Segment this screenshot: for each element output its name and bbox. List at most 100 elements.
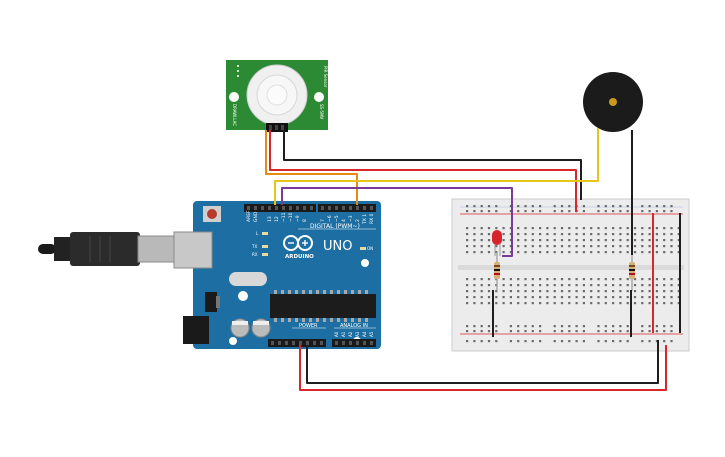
breadboard-hole[interactable] (553, 245, 556, 248)
breadboard-hole[interactable] (604, 233, 607, 236)
breadboard-hole[interactable] (655, 330, 658, 333)
breadboard-hole[interactable] (560, 290, 564, 293)
breadboard-hole[interactable] (546, 302, 549, 305)
breadboard-hole[interactable] (633, 239, 637, 242)
breadboard-hole[interactable] (466, 210, 469, 213)
breadboard-hole[interactable] (663, 251, 666, 254)
breadboard-hole[interactable] (546, 227, 549, 230)
breadboard-hole[interactable] (648, 330, 651, 333)
breadboard-hole[interactable] (560, 325, 564, 328)
breadboard-hole[interactable] (582, 239, 585, 242)
breadboard-hole[interactable] (663, 233, 666, 236)
breadboard-hole[interactable] (655, 296, 658, 299)
breadboard-hole[interactable] (524, 233, 527, 236)
breadboard-hole[interactable] (619, 296, 622, 299)
wire-gnd-rail[interactable] (306, 340, 659, 384)
breadboard-hole[interactable] (612, 205, 615, 208)
breadboard-hole[interactable] (531, 290, 534, 293)
breadboard-hole[interactable] (531, 325, 534, 328)
breadboard-hole[interactable] (531, 205, 534, 208)
breadboard-hole[interactable] (480, 296, 483, 299)
breadboard-hole[interactable] (604, 290, 607, 293)
breadboard-hole[interactable] (502, 233, 505, 236)
breadboard-hole[interactable] (480, 245, 483, 248)
breadboard-hole[interactable] (619, 210, 622, 213)
breadboard-hole[interactable] (597, 340, 600, 343)
breadboard-hole[interactable] (531, 284, 534, 287)
breadboard-hole[interactable] (568, 330, 571, 333)
breadboard-hole[interactable] (575, 290, 578, 293)
breadboard-hole[interactable] (655, 210, 658, 213)
breadboard-hole[interactable] (663, 278, 666, 281)
breadboard-hole[interactable] (509, 251, 512, 254)
breadboard-hole[interactable] (582, 278, 585, 281)
breadboard-hole[interactable] (641, 210, 644, 213)
breadboard-hole[interactable] (612, 227, 615, 230)
breadboard-hole[interactable] (560, 245, 564, 248)
breadboard-hole[interactable] (641, 330, 644, 333)
breadboard-hole[interactable] (531, 330, 534, 333)
breadboard-hole[interactable] (670, 278, 673, 281)
resistor[interactable] (494, 252, 500, 291)
pir-sensor[interactable]: DRAWLLAC SS-5MV PIR Sensor (226, 60, 328, 132)
breadboard-hole[interactable] (619, 290, 622, 293)
breadboard-hole[interactable] (663, 330, 666, 333)
breadboard-hole[interactable] (509, 330, 512, 333)
breadboard-hole[interactable] (568, 340, 571, 343)
breadboard-hole[interactable] (670, 325, 673, 328)
breadboard-hole[interactable] (597, 251, 600, 254)
breadboard-hole[interactable] (582, 340, 585, 343)
breadboard-hole[interactable] (473, 290, 476, 293)
breadboard-hole[interactable] (466, 278, 469, 281)
breadboard-hole[interactable] (663, 227, 666, 230)
analog-header[interactable] (332, 339, 376, 347)
breadboard-hole[interactable] (663, 205, 666, 208)
breadboard-hole[interactable] (502, 278, 505, 281)
breadboard-hole[interactable] (560, 205, 564, 208)
breadboard-hole[interactable] (524, 278, 527, 281)
breadboard-hole[interactable] (575, 284, 578, 287)
breadboard-hole[interactable] (670, 284, 673, 287)
breadboard-hole[interactable] (612, 302, 615, 305)
breadboard-hole[interactable] (524, 251, 527, 254)
breadboard-hole[interactable] (553, 302, 556, 305)
breadboard-hole[interactable] (604, 284, 607, 287)
breadboard-hole[interactable] (590, 278, 593, 281)
breadboard-hole[interactable] (633, 278, 637, 281)
breadboard-hole[interactable] (641, 227, 644, 230)
breadboard-hole[interactable] (626, 251, 629, 254)
breadboard-hole[interactable] (487, 278, 491, 281)
breadboard-hole[interactable] (517, 278, 520, 281)
breadboard-hole[interactable] (612, 325, 615, 328)
breadboard[interactable] (451, 198, 690, 352)
breadboard-hole[interactable] (575, 302, 578, 305)
breadboard-hole[interactable] (655, 233, 658, 236)
breadboard-hole[interactable] (546, 251, 549, 254)
breadboard-hole[interactable] (495, 227, 498, 230)
breadboard-hole[interactable] (480, 340, 483, 343)
breadboard-hole[interactable] (590, 302, 593, 305)
breadboard-hole[interactable] (612, 210, 615, 213)
breadboard-hole[interactable] (677, 239, 680, 242)
breadboard-hole[interactable] (524, 325, 527, 328)
breadboard-hole[interactable] (553, 210, 556, 213)
wire-5v-rail[interactable] (299, 345, 667, 391)
breadboard-hole[interactable] (560, 284, 564, 287)
breadboard-hole[interactable] (633, 284, 637, 287)
breadboard-hole[interactable] (509, 210, 512, 213)
breadboard-hole[interactable] (560, 330, 564, 333)
breadboard-hole[interactable] (604, 227, 607, 230)
breadboard-hole[interactable] (539, 227, 542, 230)
breadboard-hole[interactable] (568, 239, 571, 242)
breadboard-hole[interactable] (670, 233, 673, 236)
breadboard-hole[interactable] (487, 205, 491, 208)
breadboard-hole[interactable] (604, 210, 607, 213)
breadboard-hole[interactable] (604, 340, 607, 343)
breadboard-hole[interactable] (495, 278, 498, 281)
breadboard-hole[interactable] (517, 205, 520, 208)
breadboard-hole[interactable] (575, 227, 578, 230)
breadboard-hole[interactable] (517, 251, 520, 254)
breadboard-hole[interactable] (480, 233, 483, 236)
breadboard-hole[interactable] (546, 278, 549, 281)
breadboard-hole[interactable] (495, 210, 498, 213)
